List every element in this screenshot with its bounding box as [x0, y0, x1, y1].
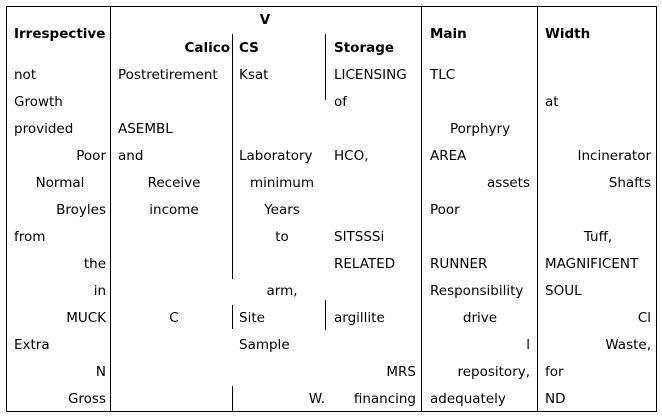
column-divider — [232, 305, 233, 329]
table-cell: arm, — [266, 283, 298, 299]
table-cell: at — [545, 94, 559, 110]
column-header: Main — [430, 26, 467, 42]
table-cell: assets — [487, 175, 530, 191]
table-cell: Extra — [14, 337, 50, 353]
table-cell: Years — [264, 202, 300, 218]
table-cell: Waste, — [605, 337, 651, 353]
table-cell: for — [545, 364, 564, 380]
table-cell: W. — [308, 391, 325, 407]
table-cell: drive — [462, 310, 498, 326]
table-cell: not — [14, 67, 37, 83]
table-cell: Tuff, — [583, 229, 613, 245]
table-cell: N — [95, 364, 106, 380]
table-cell: Laboratory — [239, 148, 313, 164]
table-cell: in — [93, 283, 106, 299]
table-cell: MRS — [386, 364, 416, 380]
column-header: Width — [545, 26, 591, 42]
table-cell: Postretirement — [118, 67, 218, 83]
column-divider — [325, 300, 326, 330]
table-cell: AREA — [430, 148, 467, 164]
table-cell: Poor — [430, 202, 460, 218]
table-cell: HCO, — [334, 148, 369, 164]
table-cell: LICENSING — [334, 67, 407, 83]
table-cell: Gross — [67, 391, 106, 407]
table-cell: provided — [14, 121, 74, 137]
column-header: Calico — [184, 40, 230, 56]
table-border-bottom — [6, 411, 657, 412]
table-cell: Cl — [637, 310, 651, 326]
table-cell: and — [118, 148, 144, 164]
table-cell: Broyles — [56, 202, 106, 218]
table-cell: Growth — [14, 94, 63, 110]
table-cell: Normal — [35, 175, 85, 191]
table-cell: RUNNER — [430, 256, 488, 272]
table-cell: Poor — [76, 148, 106, 164]
table-cell: MAGNIFICENT — [545, 256, 639, 272]
table-cell: Porphyry — [449, 121, 511, 137]
column-header: Irrespective — [14, 26, 106, 42]
table-cell: financing — [353, 391, 416, 407]
table-cell: RELATED — [334, 256, 396, 272]
table-cell: Shafts — [608, 175, 651, 191]
column-divider — [110, 6, 111, 412]
column-divider — [421, 6, 422, 412]
header-group-label: V — [259, 12, 271, 28]
table-cell: Receive — [147, 175, 201, 191]
table-cell: C — [169, 310, 179, 326]
table-cell: Incinerator — [577, 148, 652, 164]
table-cell: income — [149, 202, 199, 218]
column-divider — [537, 6, 538, 412]
column-divider — [232, 386, 233, 412]
table-cell: ASEMBL — [118, 121, 173, 137]
column-header: Storage — [334, 40, 395, 56]
table-cell: adequately — [430, 391, 506, 407]
table-border-right — [656, 6, 657, 412]
table-border-top — [6, 6, 657, 7]
table-cell: ND — [545, 391, 566, 407]
table-cell: MUCK — [66, 310, 106, 326]
table-cell: Sample — [239, 337, 290, 353]
table-cell: minimum — [249, 175, 315, 191]
table-cell: SITSSSi — [334, 229, 385, 245]
table-cell: TLC — [430, 67, 456, 83]
table-cell: repository, — [457, 364, 530, 380]
table-cell: l — [526, 337, 530, 353]
table-cell: Responsibility — [430, 283, 524, 299]
table-cell: Ksat — [239, 67, 269, 83]
table-cell: to — [275, 229, 289, 245]
table-cell: from — [14, 229, 46, 245]
table-cell: SOUL — [545, 283, 582, 299]
column-divider — [232, 34, 233, 279]
table-border-left — [6, 6, 7, 412]
table-cell: of — [334, 94, 348, 110]
column-header: CS — [239, 40, 259, 56]
table-cell: argillite — [334, 310, 385, 326]
table-cell: Site — [239, 310, 265, 326]
column-divider — [325, 34, 326, 100]
table-cell: the — [83, 256, 106, 272]
